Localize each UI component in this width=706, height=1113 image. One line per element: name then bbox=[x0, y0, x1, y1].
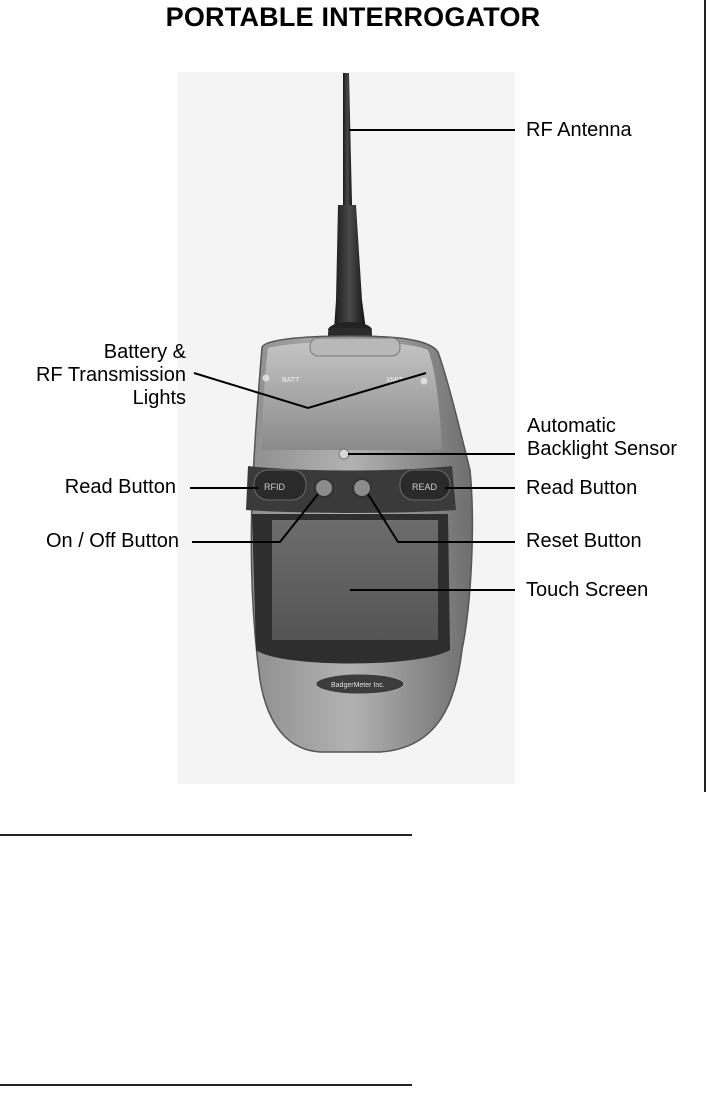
brand-logo-text: BadgerMeter Inc. bbox=[331, 682, 385, 689]
battery-led bbox=[263, 375, 270, 382]
touch-screen bbox=[272, 520, 438, 640]
label-battery-line2: RF Transmission bbox=[0, 364, 186, 386]
label-touch-screen: Touch Screen bbox=[526, 579, 648, 601]
label-battery-line1: Battery & bbox=[0, 341, 186, 363]
label-read-button-right: Read Button bbox=[526, 477, 637, 499]
label-backlight-line2: Backlight Sensor bbox=[527, 438, 703, 460]
label-read-button-left: Read Button bbox=[0, 476, 176, 498]
label-rf-antenna: RF Antenna bbox=[526, 119, 632, 141]
battery-led-text: BATT bbox=[282, 377, 300, 384]
left-read-button-text: RFID bbox=[264, 482, 285, 492]
label-battery-line3: Lights bbox=[0, 387, 186, 409]
label-backlight-line1: Automatic bbox=[527, 415, 616, 437]
label-reset-button: Reset Button bbox=[526, 530, 642, 552]
transmission-led bbox=[421, 378, 428, 385]
separator-top bbox=[0, 834, 412, 836]
label-on-off-button: On / Off Button bbox=[0, 530, 179, 552]
separator-bottom bbox=[0, 1084, 412, 1086]
backlight-sensor bbox=[339, 449, 349, 459]
right-read-button-text: READ bbox=[412, 482, 438, 492]
